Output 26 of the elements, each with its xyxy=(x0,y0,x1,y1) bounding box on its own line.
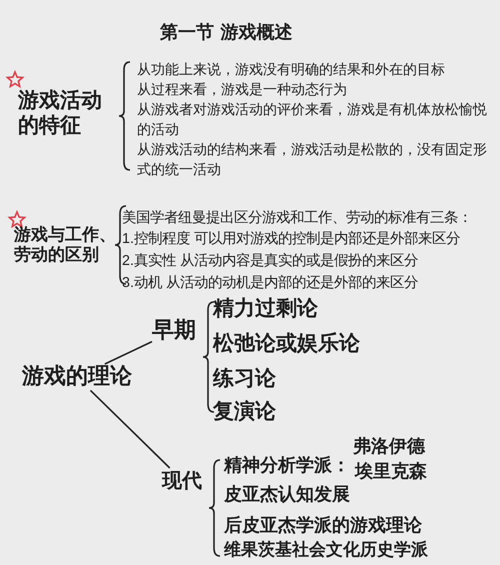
connector-line xyxy=(104,340,152,365)
handwritten-text: 精神分析学派： xyxy=(224,455,351,477)
note-text: 从游戏活动的结构来看，游戏活动是松散的，没有固定形式的统一活动 xyxy=(137,140,488,179)
title: 第一节 游戏概述 xyxy=(160,22,292,44)
handwritten-text: 弗洛伊德 xyxy=(353,436,426,458)
note-text: 从游戏者对游戏活动的评价来看，游戏是有机体放松愉悦的活动 xyxy=(137,100,488,139)
note-text: 从功能上来说，游戏没有明确的结果和外在的目标 xyxy=(137,60,446,79)
note-text: 美国学者纽曼提出区分游戏和工作、劳动的标准有三条： xyxy=(122,208,473,228)
handwritten-text: 后皮亚杰学派的游戏理论 xyxy=(224,515,423,537)
handwritten-text: 松弛论或娱乐论 xyxy=(213,331,361,356)
note-text: 从过程来看，游戏是一种动态行为 xyxy=(137,80,348,99)
handwritten-text: 游戏活动的特征 xyxy=(18,88,103,138)
topic-text: 早期 xyxy=(152,318,196,344)
handwritten-text: 精力过剩论 xyxy=(213,296,319,322)
note-text: 1.控制程度 可以用对游戏的控制是内部还是外部来区分 xyxy=(122,230,461,249)
note-text: 3.动机 从活动的动机是内部的还是外部的来区分 xyxy=(122,274,419,293)
handwritten-text: 维果茨基社会文化历史学派 xyxy=(224,540,429,560)
topic-text: 游戏的理论 xyxy=(22,364,132,390)
topic-text: 现代 xyxy=(162,468,202,492)
handwritten-text: 练习论 xyxy=(213,366,277,392)
handwritten-text: 埃里克森 xyxy=(355,461,428,483)
handwritten-text: 复演论 xyxy=(213,399,277,424)
handwritten-text: 皮亚杰认知发展 xyxy=(224,484,351,506)
note-text: 2.真实性 从活动内容是真实的或是假扮的来区分 xyxy=(122,252,419,271)
connector-line xyxy=(90,390,170,469)
handwritten-text: 游戏与工作、劳动的区别 xyxy=(14,225,117,266)
